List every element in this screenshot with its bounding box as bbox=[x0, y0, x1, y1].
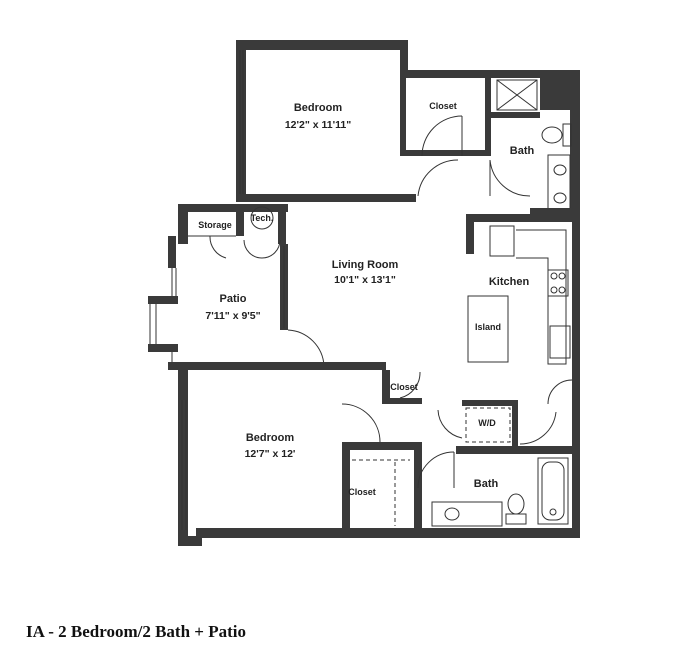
floor-plan: Bedroom 12'2" x 11'11" Closet Bath Stora… bbox=[148, 40, 580, 546]
bedroom-top-dims: 12'2" x 11'11" bbox=[285, 119, 351, 131]
bedroom-bottom-label: Bedroom bbox=[246, 432, 295, 444]
kitchen-label: Kitchen bbox=[489, 276, 530, 288]
plan-title: IA - 2 Bedroom/2 Bath + Patio bbox=[26, 622, 246, 641]
patio-dims: 7'11" x 9'5" bbox=[205, 310, 260, 322]
closet-top-label: Closet bbox=[429, 101, 457, 111]
closet-bottom-label: Closet bbox=[348, 487, 376, 497]
bedroom-bottom-dims: 12'7" x 12' bbox=[245, 448, 296, 460]
living-room-label: Living Room bbox=[332, 259, 399, 271]
bedroom-top-label: Bedroom bbox=[294, 102, 343, 114]
bath-bottom-label: Bath bbox=[474, 478, 499, 490]
tech-label: Tech. bbox=[251, 213, 274, 223]
closet-small-label: Closet bbox=[390, 382, 418, 392]
living-room-dims: 10'1" x 13'1" bbox=[334, 274, 396, 286]
bath-top-label: Bath bbox=[510, 145, 535, 157]
island-label: Island bbox=[475, 322, 501, 332]
wd-label: W/D bbox=[478, 418, 496, 428]
storage-label: Storage bbox=[198, 220, 232, 230]
patio-label: Patio bbox=[220, 293, 247, 305]
